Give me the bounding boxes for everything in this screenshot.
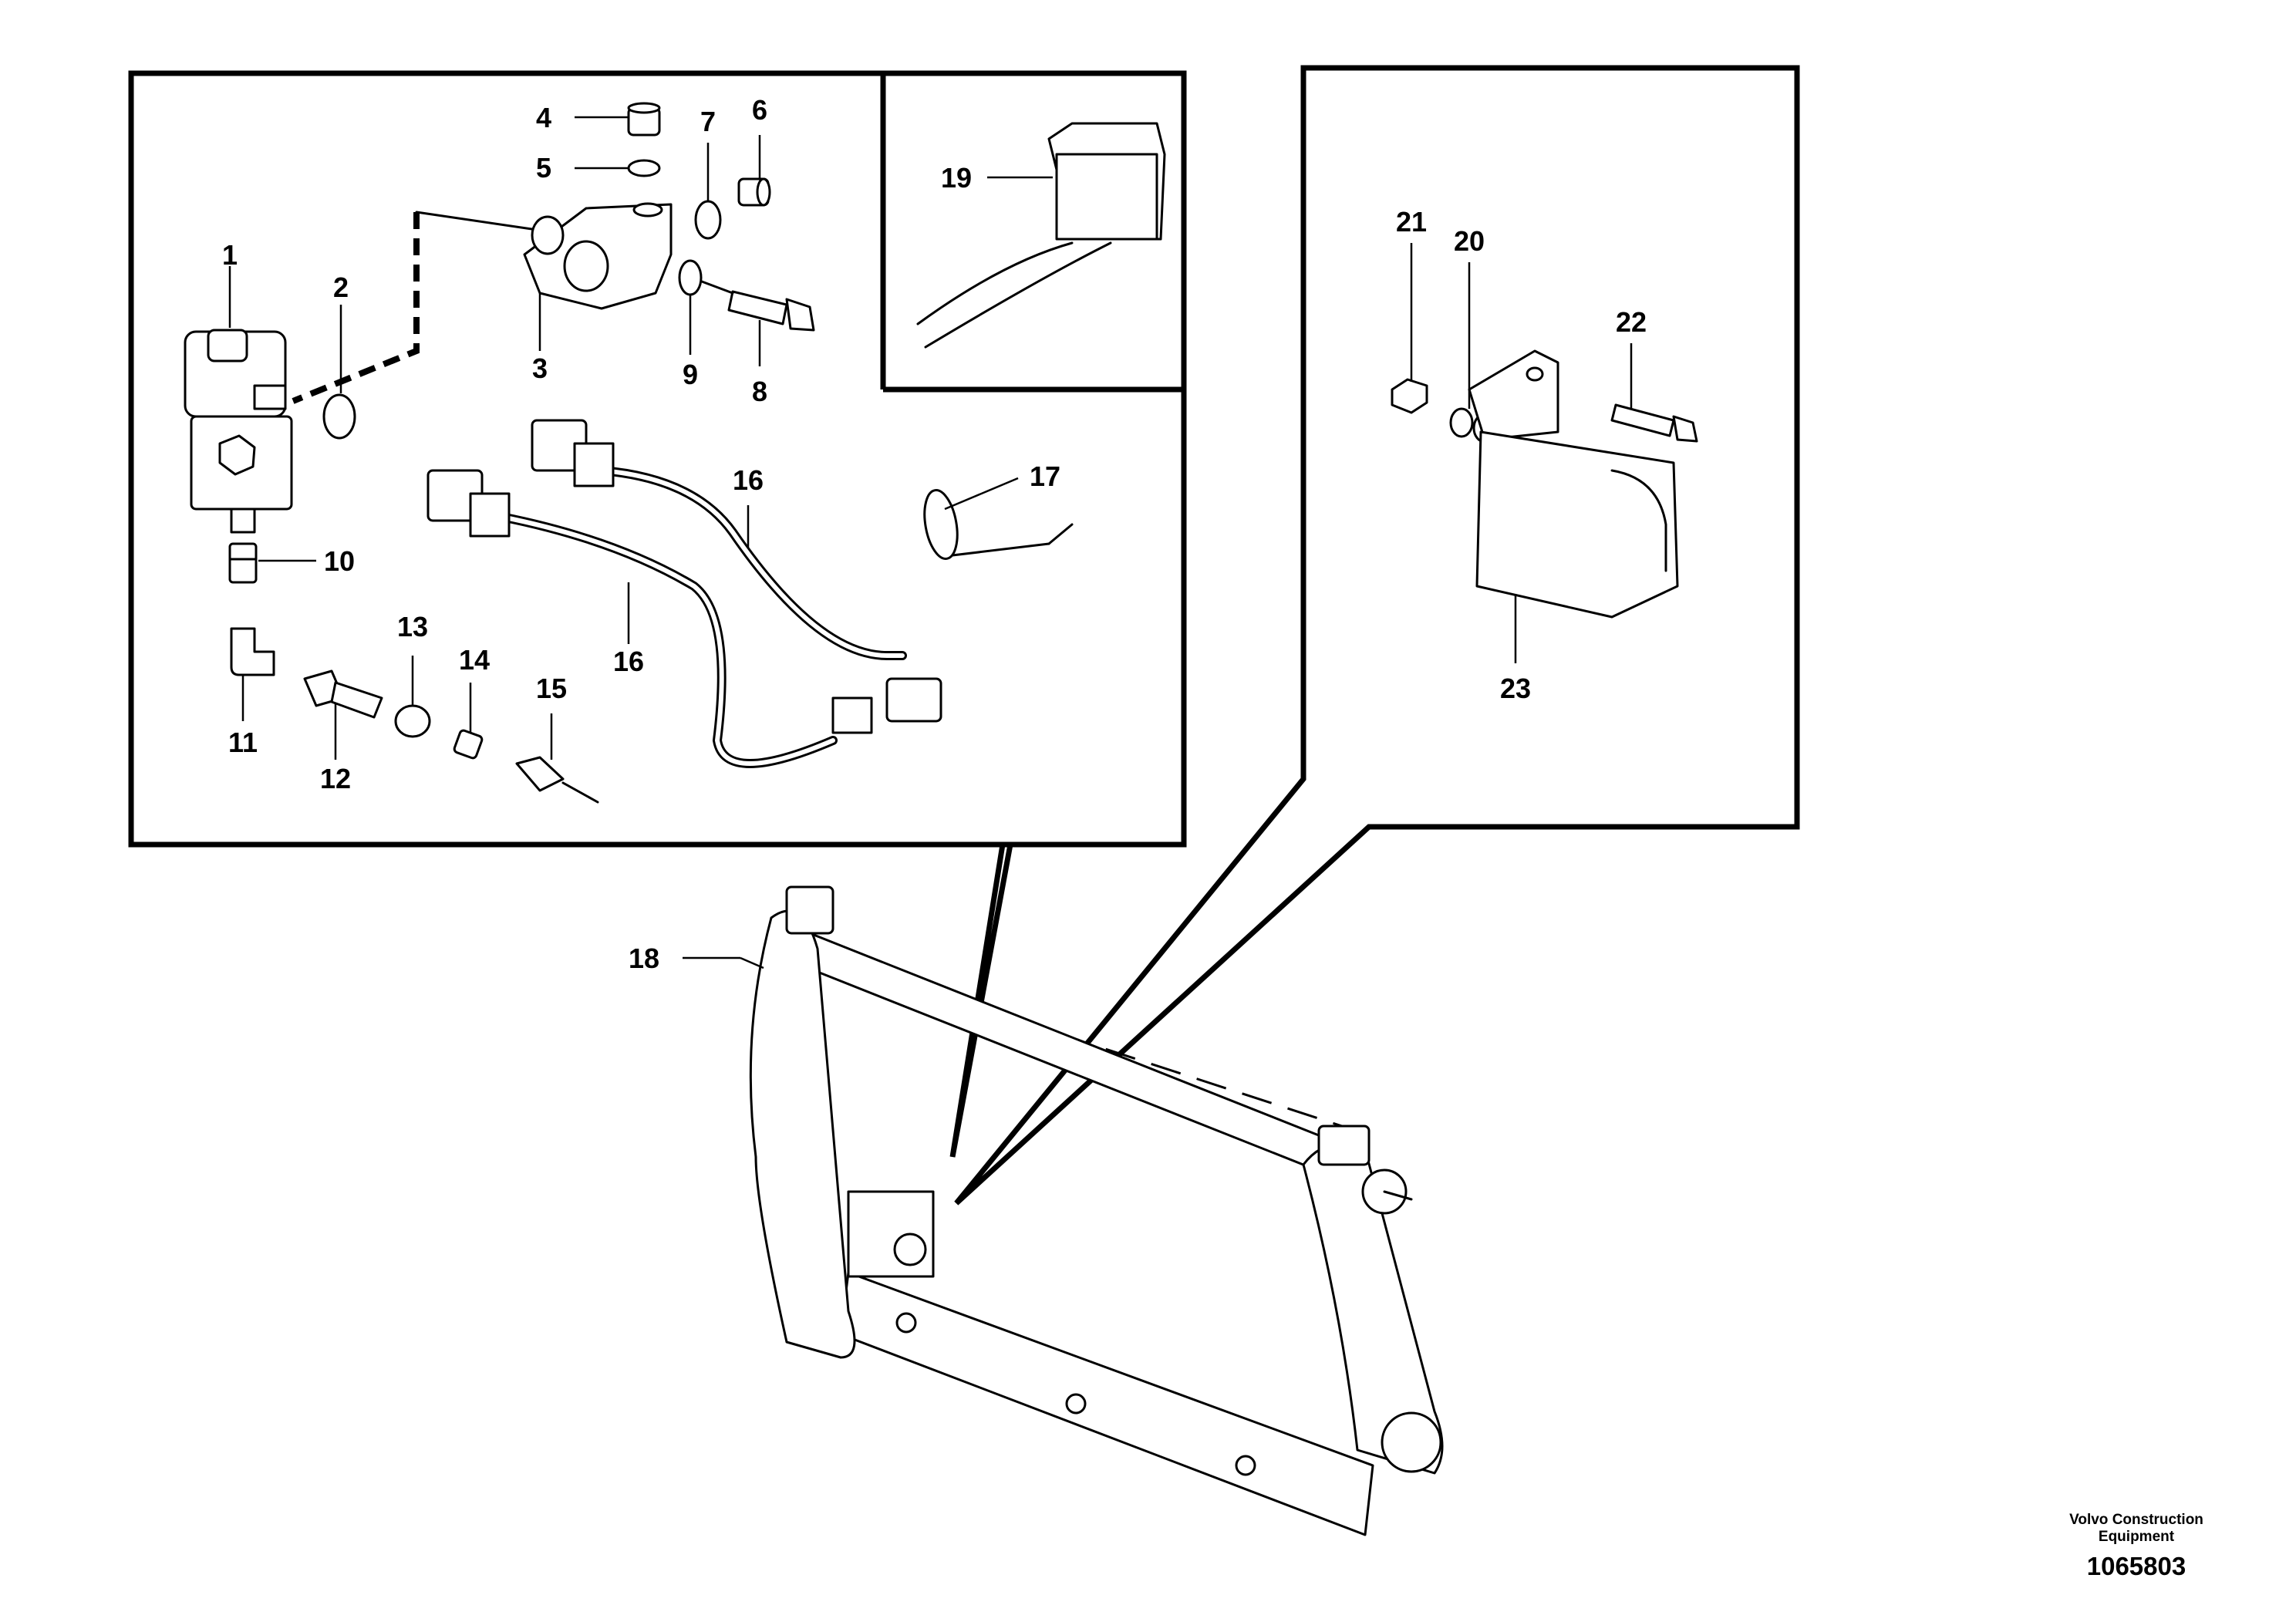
callout-16-lower: 16 [613, 646, 644, 677]
cable-tie-17-part [923, 489, 1074, 560]
callout-2: 2 [333, 271, 349, 303]
callout-13: 13 [397, 611, 428, 642]
callout-11: 11 [228, 727, 258, 758]
callout-14: 14 [459, 644, 490, 676]
nut-13-part [394, 704, 431, 738]
detail-frame-right [954, 65, 1800, 1206]
drawing-number: 1065803 [2086, 1552, 2186, 1580]
assembly-link-line [292, 212, 420, 404]
plug-6-part [737, 177, 771, 207]
connector-12-part [303, 669, 383, 719]
bracket-23-part [1468, 349, 1679, 619]
solenoid-valve-part [184, 329, 293, 534]
callout-9: 9 [683, 359, 698, 390]
callout-22: 22 [1616, 306, 1647, 338]
callout-12: 12 [320, 763, 351, 794]
callout-15: 15 [536, 673, 567, 704]
quick-coupler-frame-18-part [749, 885, 1444, 1536]
washer-20a-part [1449, 407, 1474, 438]
bolt-8-part [700, 280, 815, 332]
o-ring-2-part [322, 393, 356, 440]
callout-16-upper: 16 [733, 464, 764, 496]
plug-4-part [627, 102, 661, 137]
callout-1: 1 [222, 239, 238, 271]
callout-10: 10 [324, 545, 355, 577]
sensor-15-part [515, 756, 599, 804]
washer-9-part [678, 259, 703, 296]
callout-17: 17 [1030, 460, 1060, 492]
valve-block-part [523, 202, 673, 310]
nipple-10-part [228, 542, 258, 584]
washer-7-part [694, 200, 722, 240]
callout-3: 3 [532, 352, 548, 384]
rocker-switch-19-part [916, 122, 1166, 349]
callout-6: 6 [752, 94, 767, 126]
drawing-caption: Volvo Construction Equipment 1065803 [2021, 1512, 2252, 1581]
nut-21-part [1391, 378, 1428, 414]
sleeve-14-part [453, 729, 484, 760]
callout-7: 7 [700, 106, 716, 137]
callout-23: 23 [1500, 673, 1531, 704]
callout-19: 19 [941, 162, 972, 194]
callout-18: 18 [629, 943, 659, 974]
cable-harness-16-part [426, 419, 942, 768]
elbow-11-part [230, 627, 275, 676]
callout-20: 20 [1454, 225, 1485, 257]
leader-lines [228, 116, 1633, 969]
callout-4: 4 [536, 102, 551, 133]
callout-21: 21 [1396, 206, 1427, 238]
callout-labels: 1 2 3 4 5 6 7 8 9 10 11 12 13 14 15 16 1… [222, 94, 1647, 974]
washer-5-part [627, 159, 661, 177]
callout-8: 8 [752, 376, 767, 407]
manufacturer-line-1: Volvo Construction [2069, 1512, 2203, 1528]
callout-5: 5 [536, 152, 551, 184]
manufacturer-line-2: Equipment [2098, 1529, 2175, 1545]
bolt-22-part [1610, 403, 1698, 443]
